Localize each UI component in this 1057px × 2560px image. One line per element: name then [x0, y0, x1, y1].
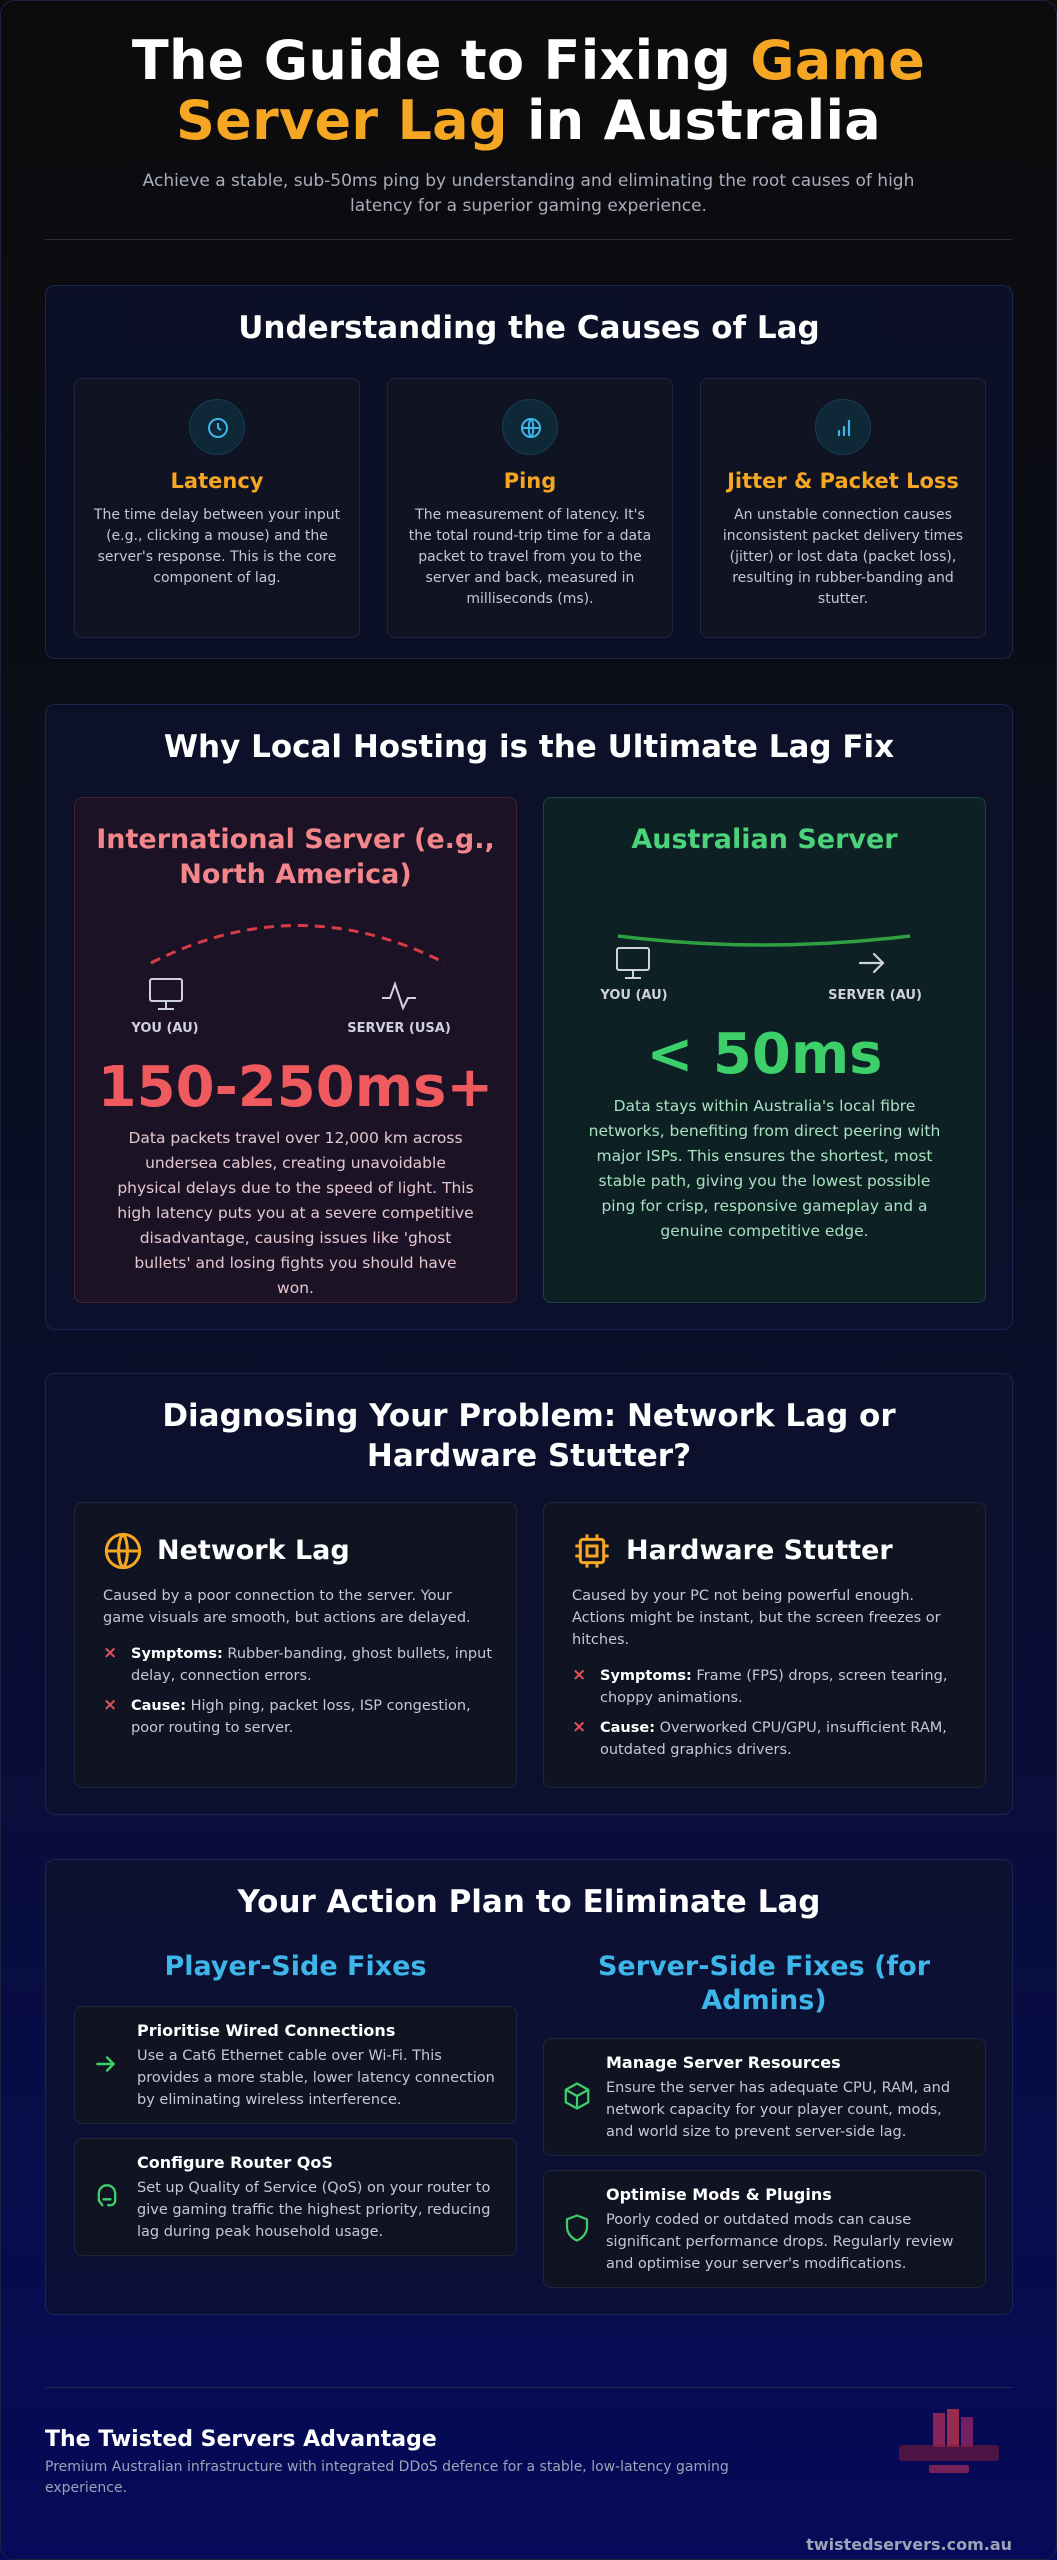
causes-panel: Understanding the Causes of Lag Latency …	[45, 285, 1013, 659]
globe-icon	[104, 1532, 142, 1570]
australian-server-card: Australian Server YOU (AU) SERVER (AU) <…	[543, 797, 986, 1303]
server-label: SERVER (AU)	[828, 988, 922, 1003]
you-label: YOU (AU)	[600, 988, 668, 1003]
divider	[45, 239, 1012, 240]
fix-card-wired: Prioritise Wired Connections Use a Cat6 …	[74, 2006, 517, 2124]
diagnose-panel: Diagnosing Your Problem: Network Lag or …	[45, 1373, 1013, 1815]
australian-ping-value: < 50ms	[646, 1022, 883, 1087]
causes-title: Understanding the Causes of Lag	[238, 310, 820, 346]
fix-text: Poorly coded or outdated mods can cause …	[606, 2212, 954, 2272]
fix-card-mods: Optimise Mods & Plugins Poorly coded or …	[543, 2170, 986, 2288]
fix-title: Prioritise Wired Connections	[137, 2021, 396, 2040]
server-label: SERVER (USA)	[347, 1021, 451, 1036]
diagnose-title: Diagnosing Your Problem: Network Lag or …	[162, 1398, 896, 1474]
international-server-card: International Server (e.g., North Americ…	[74, 797, 517, 1303]
hardware-stutter-desc: Caused by your PC not being powerful eno…	[572, 1588, 941, 1648]
international-text: Data packets travel over 12,000 km acros…	[117, 1129, 474, 1297]
hardware-stutter-title: Hardware Stutter	[626, 1535, 893, 1566]
monitor-icon	[149, 978, 183, 1010]
fix-title: Manage Server Resources	[606, 2053, 841, 2072]
fix-text: Set up Quality of Service (QoS) on your …	[137, 2180, 491, 2240]
hardware-symptoms: × Symptoms: Frame (FPS) drops, screen te…	[572, 1665, 948, 1706]
cause-card-latency: Latency The time delay between your inpu…	[74, 378, 360, 638]
router-icon	[97, 2184, 117, 2207]
globe-icon	[502, 399, 558, 455]
international-ping-value: 150-250ms+	[97, 1055, 494, 1120]
cause-text: The time delay between your input (e.g.,…	[93, 507, 341, 586]
clock-icon	[189, 399, 245, 455]
fix-title: Configure Router QoS	[137, 2153, 333, 2172]
action-plan-panel: Your Action Plan to Eliminate Lag Player…	[45, 1859, 1013, 2315]
cause-title: Jitter & Packet Loss	[727, 469, 959, 493]
fix-text: Ensure the server has adequate CPU, RAM,…	[606, 2080, 951, 2140]
server-fixes-heading: Server-Side Fixes (for Admins)	[597, 1951, 931, 2016]
x-icon: ×	[103, 1695, 118, 1715]
fix-title: Optimise Mods & Plugins	[606, 2185, 832, 2204]
footer-title: The Twisted Servers Advantage	[45, 2427, 437, 2452]
long-route-arc	[150, 924, 446, 965]
australian-title: Australian Server	[631, 824, 898, 855]
player-fixes-heading: Player-Side Fixes	[164, 1951, 427, 1982]
hosting-panel: Why Local Hosting is the Ultimate Lag Fi…	[45, 704, 1013, 1330]
signal-bars-icon	[815, 399, 871, 455]
x-icon: ×	[103, 1643, 118, 1663]
fix-text: Use a Cat6 Ethernet cable over Wi-Fi. Th…	[137, 2048, 495, 2108]
shield-icon	[565, 2214, 589, 2242]
network-symptoms: × Symptoms: Rubber-banding, ghost bullet…	[103, 1643, 493, 1684]
monitor-icon	[616, 947, 650, 979]
cause-title: Ping	[503, 469, 557, 493]
footer-text: Premium Australian infrastructure with i…	[45, 2459, 729, 2496]
cause-card-jitter: Jitter & Packet Loss An unstable connect…	[700, 378, 986, 638]
cause-card-ping: Ping The measurement of latency. It's th…	[387, 378, 673, 638]
cause-text: An unstable connection causes inconsiste…	[722, 507, 964, 607]
hardware-stutter-card: Hardware Stutter Caused by your PC not b…	[543, 1502, 986, 1788]
title-accent-game: Game	[750, 29, 926, 92]
network-cause: × Cause: High ping, packet loss, ISP con…	[103, 1695, 471, 1736]
short-route-line	[617, 934, 911, 947]
fix-card-resources: Manage Server Resources Ensure the serve…	[543, 2038, 986, 2156]
footer-divider	[45, 2387, 1012, 2388]
fix-card-qos: Configure Router QoS Set up Quality of S…	[74, 2138, 517, 2256]
hardware-cause: × Cause: Overworked CPU/GPU, insufficien…	[572, 1717, 947, 1758]
title-accent-server-lag: Server Lag	[175, 89, 508, 152]
hosting-title: Why Local Hosting is the Ultimate Lag Fi…	[163, 729, 895, 765]
international-title: International Server (e.g., North Americ…	[96, 824, 495, 890]
you-label: YOU (AU)	[131, 1021, 199, 1036]
network-lag-title: Network Lag	[157, 1535, 350, 1566]
cpu-icon	[575, 1534, 609, 1568]
x-icon: ×	[572, 1665, 587, 1685]
cause-title: Latency	[170, 469, 264, 493]
cube-icon	[564, 2082, 590, 2110]
arrow-right-icon	[858, 952, 885, 974]
cause-text: The measurement of latency. It's the tot…	[408, 507, 652, 607]
x-icon: ×	[572, 1717, 587, 1737]
footer-url[interactable]: twistedservers.com.au	[806, 2535, 1012, 2554]
action-plan-title: Your Action Plan to Eliminate Lag	[237, 1884, 821, 1920]
twisted-servers-logo	[899, 2409, 999, 2473]
arrow-right-icon	[96, 2056, 116, 2072]
network-lag-card: Network Lag Caused by a poor connection …	[74, 1502, 517, 1788]
page-subtitle: Achieve a stable, sub-50ms ping by under…	[142, 171, 915, 216]
network-lag-desc: Caused by a poor connection to the serve…	[103, 1588, 471, 1626]
australian-text: Data stays within Australia's local fibr…	[588, 1097, 941, 1240]
pulse-icon	[382, 980, 416, 1011]
